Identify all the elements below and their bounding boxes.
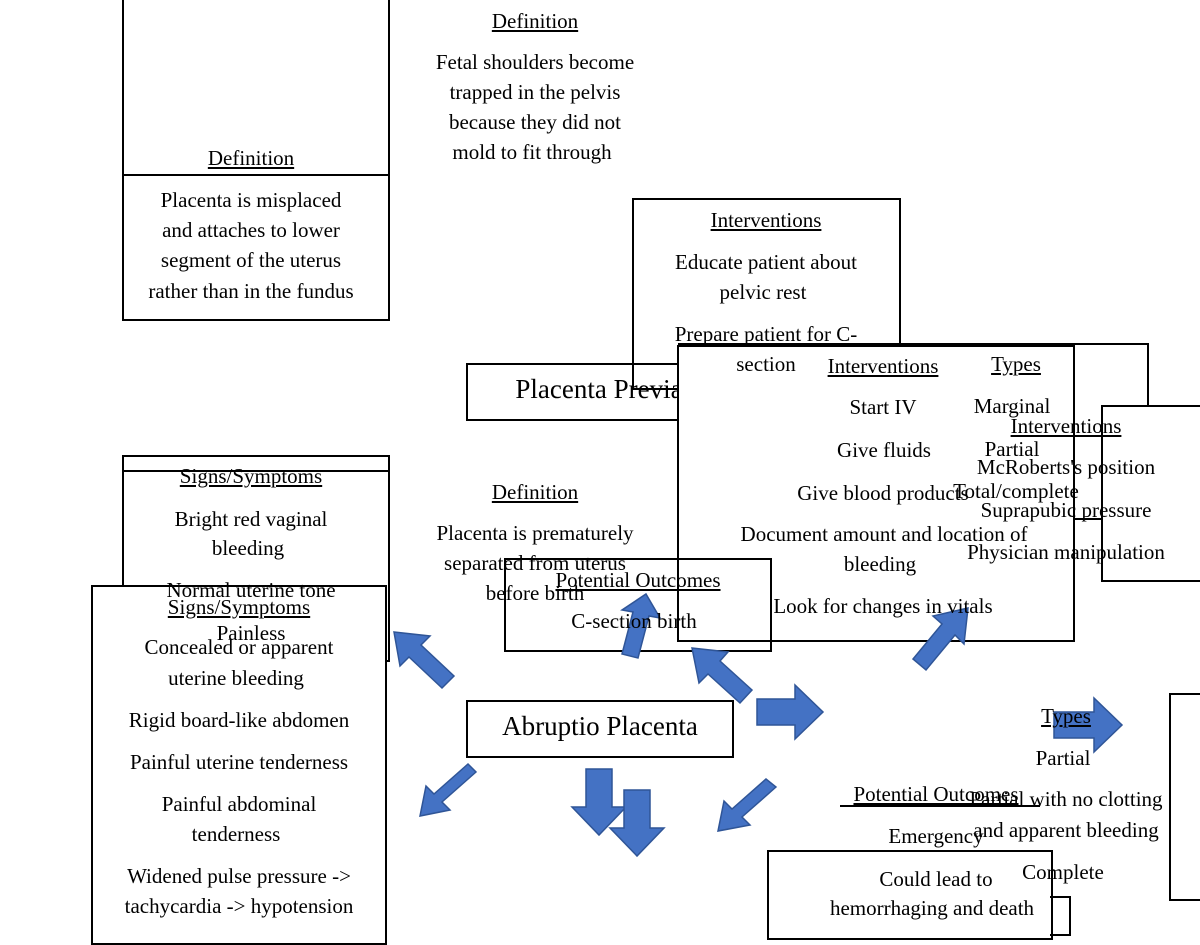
abruptio-sign-4b: tenderness [191,822,281,846]
abruptio-definition-line-3: before birth [485,581,585,605]
arrow-right-center [756,683,825,741]
previa-signs-divider [122,470,390,472]
abruptio-interventions-box [677,345,1075,642]
abruptio-outcome-line-2: hemorrhaging and death [829,896,1035,920]
abruptio-signs-box [91,585,387,945]
shoulder-outcomes-divider [840,805,1040,807]
previa-type-3: Total/complete [953,479,1079,503]
abruptio-definition-line-1: Placenta is prematurely [436,521,634,545]
previa-definition-line-3: segment of the uterus [160,248,342,272]
abruptio-sign-5b: tachycardia -> hypotension [124,894,354,918]
abruptio-signs-label: Signs/Symptoms [167,595,311,619]
previa-types-label: Types [991,352,1041,376]
previa-sign-1a: Bright red vaginal [174,507,328,531]
abruptio-outcome-line-1: Could lead to [879,867,993,891]
shoulder-outcome-1: Emergency [888,824,984,848]
shoulder-definition-line-4: mold to fit through [452,140,612,164]
previa-outcomes-label: Potential Outcomes [555,568,721,592]
shoulder-definition-line-3: because they did not [448,110,622,134]
abruptio-sign-1b: uterine bleeding [168,666,304,690]
abruptio-outcomes-box [767,850,1053,940]
previa-title: Placenta Previa [515,374,683,404]
previa-definition-line-1: Placenta is misplaced [160,188,342,212]
abruptio-type-3: Complete [1022,860,1104,884]
abruptio-type-2a: Partial with no clotting [969,787,1163,811]
previa-outcome-1: C-section birth [571,609,697,633]
abruptio-type-2b: and apparent bleeding [973,818,1159,842]
abruptio-interventions-label: Interventions [827,354,939,378]
abruptio-definition-label: Definition [491,480,579,504]
shoulder-interventions-box [1101,405,1200,582]
previa-signs-label: Signs/Symptoms [179,464,323,488]
arrow-to-types [1053,696,1124,754]
abruptio-sign-4a: Painful abdominal [161,792,317,816]
abruptio-types-box [1169,693,1200,901]
previa-type-1: Marginal [973,394,1051,418]
shoulder-definition-line-1: Fetal shoulders become [435,50,635,74]
abruptio-title-box [466,700,734,758]
abruptio-intervention-1: Start IV [849,395,917,419]
arrow-to-previa-signs [393,631,456,690]
abruptio-outcomes-box-back [1050,896,1071,936]
previa-intervention-2a: Prepare patient for C- [674,322,858,346]
arrow-to-interventions [911,607,969,672]
previa-definition-line-4: rather than in the fundus [148,279,354,303]
abruptio-types-label: Types [1041,704,1091,728]
previa-intervention-2b: section [736,352,796,376]
previa-definition-box [122,0,390,321]
arrow-to-previa-outcome-1 [620,592,662,659]
abruptio-type-1: Partial [1035,746,1091,770]
abruptio-intervention-4a: Document amount and location of [740,522,1028,546]
abruptio-sign-1a: Concealed or apparent [144,635,334,659]
previa-intervention-1b: pelvic rest [719,280,807,304]
previa-sign-3: Painless [216,621,286,645]
abruptio-sign-5a: Widened pulse pressure -> [127,864,351,888]
previa-definition-label: Definition [207,146,295,170]
abruptio-intervention-3: Give blood products [797,481,969,505]
arrow-down-1 [570,768,628,837]
previa-sign-2: Normal uterine tone [166,578,336,602]
previa-definition-divider [122,174,390,176]
previa-definition-line-2: and attaches to lower [162,218,340,242]
abruptio-sign-3: Painful uterine tenderness [129,750,349,774]
arrow-to-abruptio-signs [419,762,478,817]
abruptio-definition-line-2: separated from uterus [444,551,626,575]
shoulder-definition-line-2: trapped in the pelvis [449,80,621,104]
previa-type-2: Partial [984,437,1040,461]
arrow-to-abruptio-outcomes [717,778,778,832]
arrow-to-previa-outcome-2 [691,647,754,705]
abruptio-intervention-5: Look for changes in vitals [773,594,993,618]
shoulder-interventions-label: Interventions [1010,414,1122,438]
previa-sign-1b: bleeding [211,536,285,560]
arrow-down-2 [608,789,666,858]
previa-intervention-1a: Educate patient about [675,250,857,274]
shoulder-intervention-1: McRoberts's position [976,455,1156,479]
shoulder-definition-label: Definition [491,9,579,33]
shoulder-outcomes-label: Potential Outcomes [853,782,1019,806]
shoulder-intervention-2: Suprapubic pressure [980,498,1152,522]
shoulder-intervention-3: Physician manipulation [967,540,1165,564]
previa-interventions-label: Interventions [710,208,822,232]
abruptio-intervention-4b: bleeding [843,552,917,576]
abruptio-sign-2: Rigid board-like abdomen [128,708,350,732]
abruptio-intervention-2: Give fluids [837,438,931,462]
abruptio-title: Abruptio Placenta [502,711,698,741]
